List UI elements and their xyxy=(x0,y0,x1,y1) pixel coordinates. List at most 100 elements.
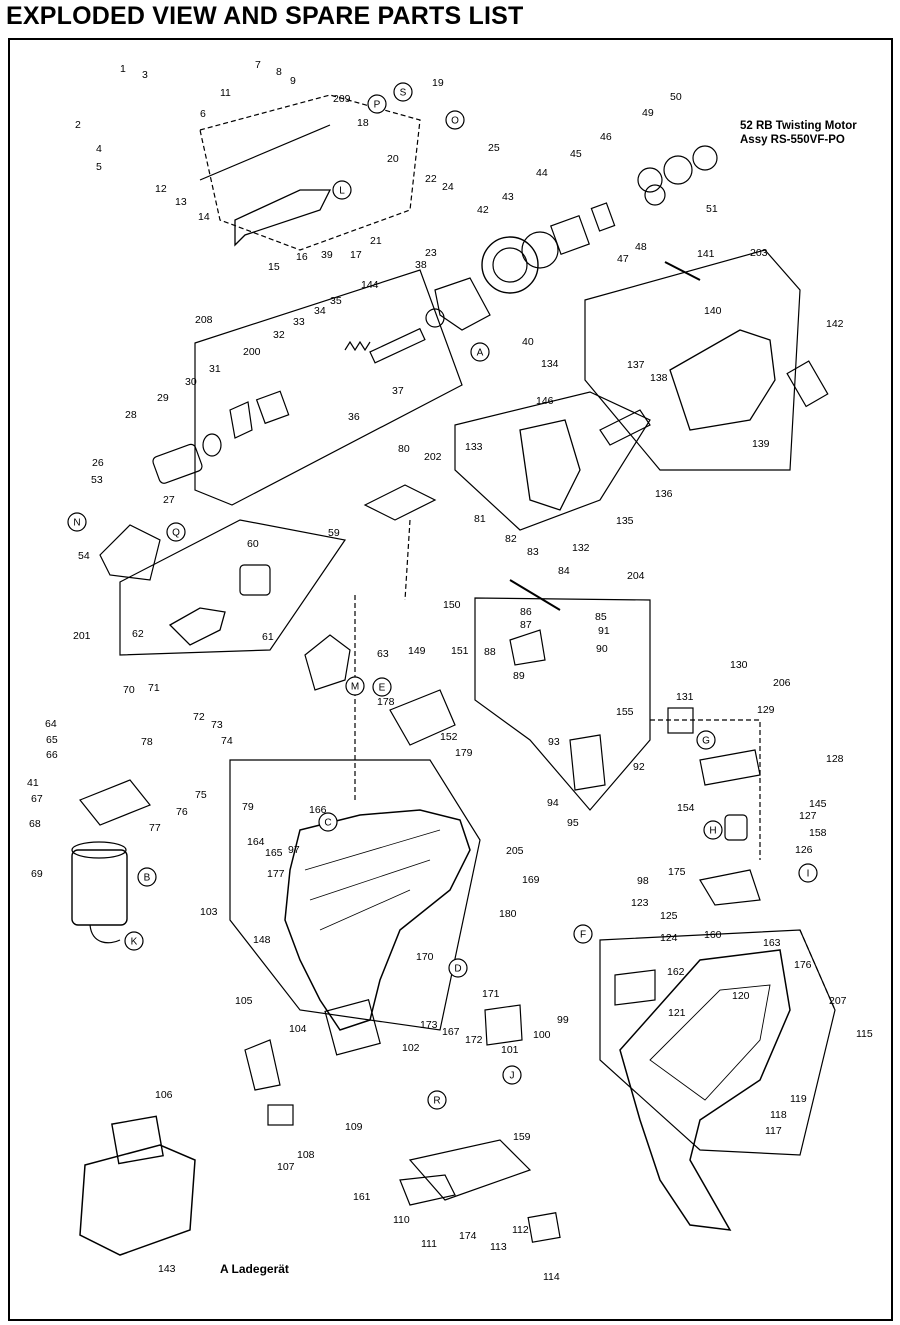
svg-text:S: S xyxy=(400,88,407,99)
part-label-152: 152 xyxy=(440,731,458,743)
connector-l: L xyxy=(332,180,352,200)
part-label-43: 43 xyxy=(502,191,514,203)
part-label-143: 143 xyxy=(158,1263,176,1275)
part-label-69: 69 xyxy=(31,868,43,880)
part-label-145: 145 xyxy=(809,798,827,810)
part-label-26: 26 xyxy=(92,457,104,469)
part-label-46: 46 xyxy=(600,131,612,143)
part-label-15: 15 xyxy=(268,261,280,273)
connector-f: F xyxy=(573,924,593,944)
part-label-61: 61 xyxy=(262,631,274,643)
part-label-14: 14 xyxy=(198,211,210,223)
part-label-16: 16 xyxy=(296,251,308,263)
part-label-59: 59 xyxy=(328,527,340,539)
part-label-154: 154 xyxy=(677,802,695,814)
subassembly-205-outline xyxy=(229,759,481,1031)
part-label-163: 163 xyxy=(763,937,781,949)
part-label-95: 95 xyxy=(567,817,579,829)
part-label-33: 33 xyxy=(293,316,305,328)
part-label-30: 30 xyxy=(185,376,197,388)
battery-143 xyxy=(79,1144,196,1256)
part-label-110: 110 xyxy=(393,1214,410,1226)
part-label-6: 6 xyxy=(200,108,206,120)
part-label-136: 136 xyxy=(655,488,673,500)
part-label-35: 35 xyxy=(330,295,342,307)
part-label-3: 3 xyxy=(142,69,148,81)
part-label-81: 81 xyxy=(474,513,486,525)
part-label-171: 171 xyxy=(482,988,500,1000)
diagram-frame xyxy=(8,38,893,1321)
part-label-63: 63 xyxy=(377,648,389,660)
part-label-160: 160 xyxy=(704,929,722,941)
part-label-113: 113 xyxy=(490,1241,507,1253)
part-label-117: 117 xyxy=(765,1125,782,1137)
part-label-105: 105 xyxy=(235,995,253,1007)
part-label-179: 179 xyxy=(455,747,473,759)
part-label-92: 92 xyxy=(633,761,645,773)
part-label-207: 207 xyxy=(829,995,847,1007)
part-label-139: 139 xyxy=(752,438,770,450)
part-label-121: 121 xyxy=(668,1007,686,1019)
subassembly-203-outline xyxy=(584,249,801,471)
part-label-203: 203 xyxy=(750,247,768,259)
subassembly-201-outline xyxy=(119,519,347,656)
part-label-151: 151 xyxy=(451,645,469,657)
part-label-206: 206 xyxy=(773,677,791,689)
part-label-115: 115 xyxy=(856,1028,873,1040)
part-label-180: 180 xyxy=(499,908,517,920)
part-label-79: 79 xyxy=(242,801,254,813)
part-label-103: 103 xyxy=(200,906,218,918)
part-label-102: 102 xyxy=(402,1042,420,1054)
trigger-62 xyxy=(168,607,226,646)
part-label-25: 25 xyxy=(488,142,500,154)
part-label-120: 120 xyxy=(732,990,750,1002)
part-label-107: 107 xyxy=(277,1161,295,1173)
part-label-47: 47 xyxy=(617,253,629,265)
part-label-23: 23 xyxy=(425,247,437,259)
part-label-106: 106 xyxy=(155,1089,173,1101)
part-label-42: 42 xyxy=(477,204,489,216)
part-label-49: 49 xyxy=(642,107,654,119)
motor-note-line1: 52 RB Twisting Motor xyxy=(740,120,857,132)
part-label-32: 32 xyxy=(273,329,285,341)
connector-d: D xyxy=(448,958,468,978)
part-label-169: 169 xyxy=(522,874,540,886)
part-label-44: 44 xyxy=(536,167,548,179)
part-label-109: 109 xyxy=(345,1121,363,1133)
part-label-202: 202 xyxy=(424,451,442,463)
footer-note: A Ladegerät xyxy=(220,1262,289,1276)
part-label-125: 125 xyxy=(660,910,678,922)
part-label-75: 75 xyxy=(195,789,207,801)
part-label-140: 140 xyxy=(704,305,722,317)
part-label-71: 71 xyxy=(148,682,160,694)
part-label-66: 66 xyxy=(46,749,58,761)
part-label-97: 97 xyxy=(288,844,300,856)
part-label-9: 9 xyxy=(290,75,296,87)
connector-i: I xyxy=(798,863,818,883)
svg-text:P: P xyxy=(374,100,381,111)
part-label-155: 155 xyxy=(616,706,634,718)
connector-b: B xyxy=(137,867,157,887)
connector-n: N xyxy=(67,512,87,532)
part-label-209: 209 xyxy=(333,93,351,105)
part-label-40: 40 xyxy=(522,336,534,348)
part-label-39: 39 xyxy=(321,249,333,261)
connector-a: A xyxy=(470,342,490,362)
motor-69 xyxy=(71,849,128,926)
svg-text:I: I xyxy=(807,869,810,880)
part-label-67: 67 xyxy=(31,793,43,805)
part-label-123: 123 xyxy=(631,897,649,909)
part-label-62: 62 xyxy=(132,628,144,640)
part-label-142: 142 xyxy=(826,318,844,330)
svg-text:R: R xyxy=(433,1096,440,1107)
part-label-5: 5 xyxy=(96,161,102,173)
part-label-150: 150 xyxy=(443,599,461,611)
part-label-176: 176 xyxy=(794,959,812,971)
part-label-101: 101 xyxy=(501,1044,519,1056)
part-label-24: 24 xyxy=(442,181,454,193)
svg-text:O: O xyxy=(451,116,459,127)
part-label-111: 111 xyxy=(421,1238,437,1250)
part-label-27: 27 xyxy=(163,494,175,506)
part-label-124: 124 xyxy=(660,932,678,944)
part-label-51: 51 xyxy=(706,203,718,215)
